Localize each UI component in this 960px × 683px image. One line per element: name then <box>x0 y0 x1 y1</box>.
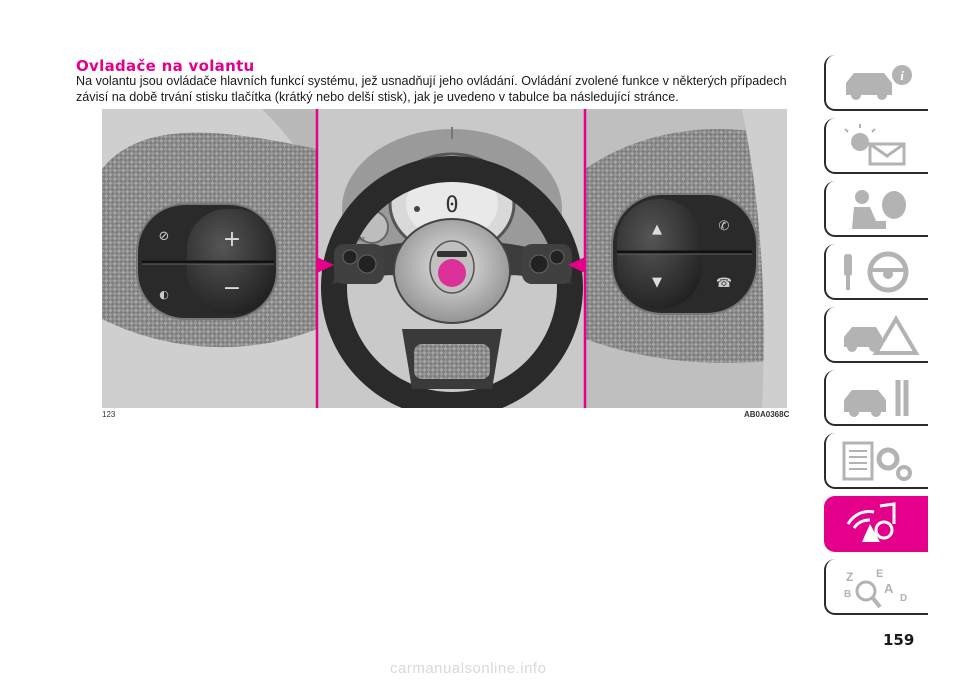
svg-text:+: + <box>223 227 241 252</box>
page-number: 159 <box>883 631 915 649</box>
svg-text:0: 0 <box>445 193 458 218</box>
tab-warning-lights[interactable] <box>824 118 928 174</box>
tab-specs[interactable] <box>824 433 928 489</box>
specs-gears-icon <box>842 441 912 481</box>
svg-text:◐: ◐ <box>159 288 169 301</box>
key-steering-wheel-icon <box>844 251 909 293</box>
car-tools-icon <box>844 380 909 417</box>
left-pointer-arrow <box>317 257 334 273</box>
svg-text:B: B <box>844 589 851 600</box>
alphabetical-index-icon: Z E B A D <box>844 568 907 609</box>
svg-text:✆: ✆ <box>719 219 730 234</box>
svg-text:▼: ▼ <box>652 275 662 290</box>
right-controls-panel: ▲ ▼ ✆ ☎ <box>585 109 787 408</box>
svg-text:i: i <box>900 68 904 83</box>
intro-paragraph: Na volantu jsou ovládače hlavních funkcí… <box>76 74 787 104</box>
tab-seat-airbag[interactable] <box>824 181 928 237</box>
watermark-text: carmanualsonline.info <box>390 660 547 677</box>
svg-text:A: A <box>884 581 894 596</box>
tab-car-tools[interactable] <box>824 370 928 426</box>
car-crash-warning-icon <box>844 315 920 355</box>
seat-airbag-icon <box>852 190 906 229</box>
svg-text:☎: ☎ <box>716 276 732 291</box>
center-wheel-photo: 0 SPORT <box>317 109 585 408</box>
section-title: Ovladače na volantu <box>76 57 255 75</box>
svg-text:⊘: ⊘ <box>159 229 170 244</box>
svg-text:Z: Z <box>846 570 853 584</box>
tab-car-crash[interactable] <box>824 307 928 363</box>
right-pointer-arrow <box>568 257 585 273</box>
tab-index[interactable]: Z E B A D <box>824 559 928 615</box>
svg-text:−: − <box>223 276 241 301</box>
car-info-icon: i <box>846 65 912 100</box>
svg-text:D: D <box>900 593 907 604</box>
tab-key-steering[interactable] <box>824 244 928 300</box>
warning-lights-mail-icon <box>844 124 906 166</box>
svg-text:▲: ▲ <box>652 222 662 237</box>
steering-wheel-figure: + − ⊘ ◐ 0 SPORT <box>102 109 787 408</box>
svg-text:E: E <box>876 568 883 580</box>
multimedia-music-icon <box>846 502 896 542</box>
figure-code: AB0A0368C <box>744 410 790 419</box>
tab-multimedia[interactable] <box>824 496 928 552</box>
tab-car-info[interactable]: i <box>824 55 928 111</box>
left-controls-panel: + − ⊘ ◐ <box>102 109 317 408</box>
figure-number: 123 <box>102 410 116 419</box>
